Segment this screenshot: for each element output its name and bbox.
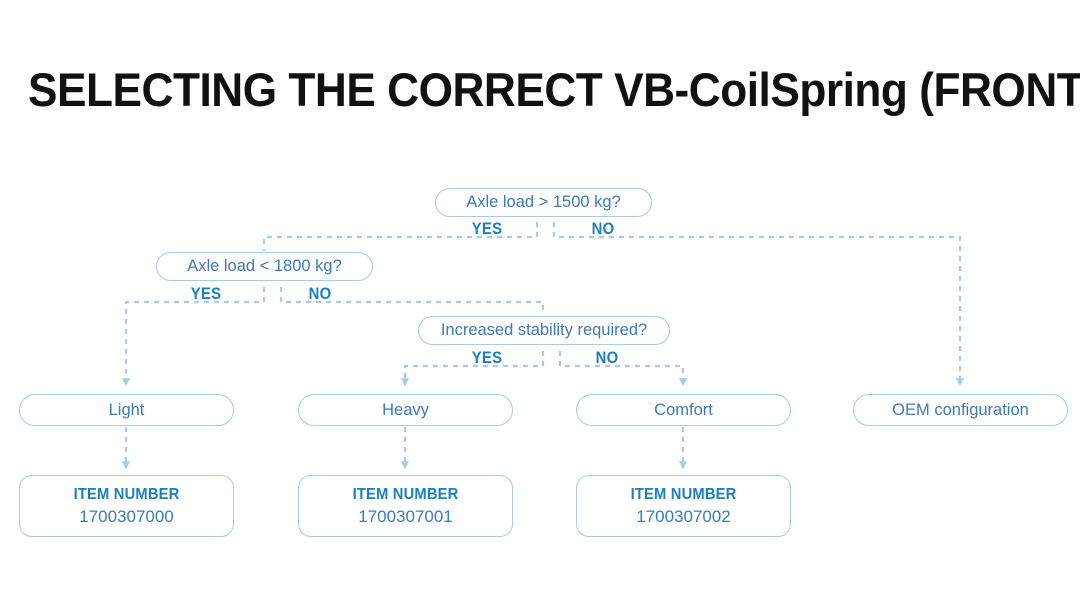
outcome-box-comfort[interactable]: Comfort xyxy=(576,394,791,426)
item-number-value: 1700307002 xyxy=(636,506,731,526)
decision-node-axle-load-1800[interactable]: Axle load < 1800 kg? xyxy=(156,252,373,281)
page-title: SELECTING THE CORRECT VB-CoilSpring (FRO… xyxy=(28,63,1080,116)
branch-label-d1-no: NO xyxy=(591,220,615,238)
branch-label-d3-no: NO xyxy=(595,349,619,367)
edge-d3-yes-to-heavy xyxy=(400,351,545,386)
edge-d1-no-to-oem xyxy=(552,222,965,386)
decision-node-increased-stability[interactable]: Increased stability required? xyxy=(418,316,670,345)
branch-label-d2-yes: YES xyxy=(190,285,222,303)
edge-d1-yes-to-d2 xyxy=(262,222,539,251)
decision-node-axle-load-1500[interactable]: Axle load > 1500 kg? xyxy=(435,188,652,217)
outcome-label: Light xyxy=(108,400,145,419)
edge-d2-yes-to-light xyxy=(121,287,266,386)
decision-node-label: Increased stability required? xyxy=(440,321,648,339)
outcome-box-oem-configuration[interactable]: OEM configuration xyxy=(853,394,1068,426)
decision-node-label: Axle load < 1800 kg? xyxy=(187,257,342,275)
item-number-box-heavy[interactable]: ITEM NUMBER 1700307001 xyxy=(298,475,513,537)
edge-d2-no-to-d3 xyxy=(279,287,545,315)
branch-label-d1-yes: YES xyxy=(471,220,503,238)
outcome-label: OEM configuration xyxy=(892,400,1029,419)
item-number-box-comfort[interactable]: ITEM NUMBER 1700307002 xyxy=(576,475,791,537)
item-number-box-light[interactable]: ITEM NUMBER 1700307000 xyxy=(19,475,234,537)
item-number-label: ITEM NUMBER xyxy=(630,485,737,503)
outcome-box-light[interactable]: Light xyxy=(19,394,234,426)
item-number-value: 1700307000 xyxy=(79,506,174,526)
item-number-value: 1700307001 xyxy=(358,506,453,526)
outcome-box-heavy[interactable]: Heavy xyxy=(298,394,513,426)
outcome-label: Heavy xyxy=(382,400,429,419)
decision-node-label: Axle load > 1500 kg? xyxy=(466,193,621,211)
branch-label-d3-yes: YES xyxy=(471,349,503,367)
item-number-label: ITEM NUMBER xyxy=(352,485,459,503)
outcome-label: Comfort xyxy=(654,400,713,419)
item-number-label: ITEM NUMBER xyxy=(73,485,180,503)
branch-label-d2-no: NO xyxy=(308,285,332,303)
